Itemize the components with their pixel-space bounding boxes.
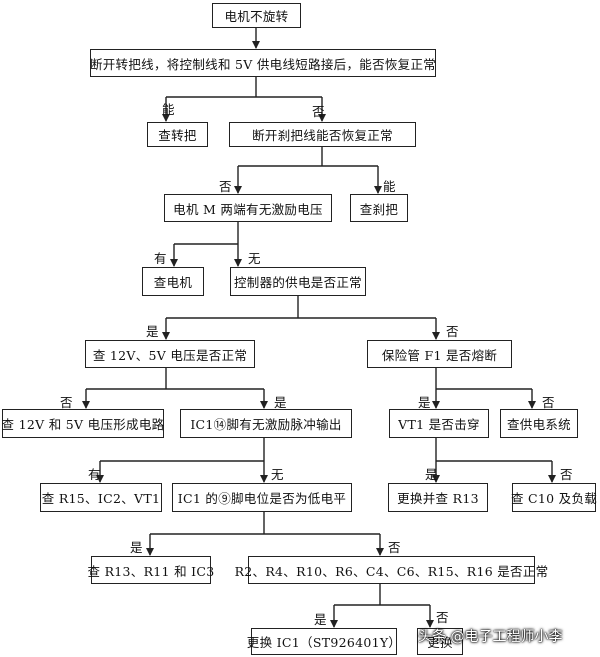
label-no-7: 否 [388,540,401,555]
node-replace-r13: 更换并查 R13 [388,483,488,512]
label-no-3: 否 [446,324,459,339]
label-yes-6: 是 [425,467,438,482]
node-check-components: R2、R4、R10、R6、C4、C6、R15、R16 是否正常 [235,556,548,584]
node-disconnect-brake: 断开刹把线能否恢复正常 [229,122,416,147]
label-no-5: 否 [542,395,555,410]
node-ic1-pin14: IC1⑭脚有无激励脉冲输出 [180,409,352,438]
node-check-brake: 查刹把 [350,194,408,222]
node-motor-not-rotating: 电机不旋转 [212,3,301,28]
watermark: 头条 @电子工程师小李 [418,629,563,645]
label-yes-1: 能 [162,102,175,117]
label-yes-2: 能 [383,179,396,194]
node-ic1-pin9: IC1 的⑨脚电位是否为低电平 [172,483,352,512]
label-no-6: 否 [560,467,573,482]
node-check-12v-5v: 查 12V、5V 电压是否正常 [85,340,255,368]
node-check-voltage-circuit: 查 12V 和 5V 电压形成电路 [2,409,164,438]
node-check-r13-r11-ic3: 查 R13、R11 和 IC3 [88,556,214,584]
node-check-motor: 查电机 [142,267,204,296]
label-no-8: 否 [436,610,449,625]
node-fuse-f1: 保险管 F1 是否熔断 [367,340,512,368]
label-no-4: 否 [60,395,73,410]
label-yes-7: 是 [130,540,143,555]
label-yes-4: 是 [274,395,287,410]
label-no-2: 否 [219,179,232,194]
node-check-r15-ic2-vt1: 查 R15、IC2、VT1 [40,483,162,512]
label-none-1: 无 [248,251,261,266]
node-check-power-system: 查供电系统 [500,409,578,438]
node-motor-excitation: 电机 M 两端有无激励电压 [164,194,332,222]
node-disconnect-throttle: 断开转把线，将控制线和 5V 供电线短路接后，能否恢复正常 [90,49,436,77]
label-none-2: 无 [271,467,284,482]
node-check-throttle: 查转把 [147,122,208,147]
node-check-c10: 查 C10 及负载 [511,483,597,512]
label-have-1: 有 [154,251,167,266]
label-yes-3: 是 [146,324,159,339]
label-yes-5: 是 [418,395,431,410]
node-replace-ic1: 更换 IC1（ST926401Y） [247,628,401,655]
node-replace: 更换 [417,628,463,655]
label-yes-8: 是 [314,612,327,627]
node-vt1-breakdown: VT1 是否击穿 [389,409,489,438]
label-have-2: 有 [88,467,101,482]
node-controller-power: 控制器的供电是否正常 [230,267,366,296]
label-no-1: 否 [312,104,325,119]
